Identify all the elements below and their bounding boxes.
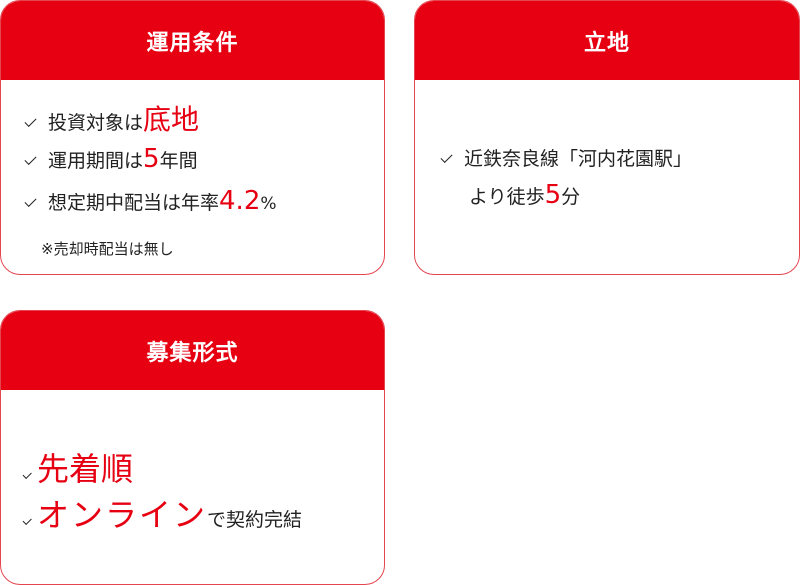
- card-title: 募集形式: [146, 340, 239, 366]
- item-highlight: 5: [544, 180, 562, 210]
- item-text: 投資対象は: [48, 112, 144, 134]
- item-suffix: 年間: [159, 150, 198, 172]
- card-header: 立地: [415, 1, 799, 80]
- item-text: 想定期中配当は年率: [48, 192, 220, 214]
- item-text: 近鉄奈良線「河内花園駅」: [464, 148, 693, 170]
- list-item: 運用期間は 5 年間: [24, 144, 198, 174]
- item-suffix: で契約完結: [207, 509, 303, 531]
- card-header: 募集形式: [1, 311, 384, 390]
- card-title: 運用条件: [146, 30, 239, 56]
- card-location: 立地 近鉄奈良線「河内花園駅」 より徒歩 5 分: [414, 0, 800, 275]
- list-item: オンライン で契約完結: [22, 490, 303, 536]
- list-item: 想定期中配当は年率 4.2 %: [24, 186, 277, 216]
- check-icon: [22, 515, 32, 525]
- item-text: 運用期間は: [48, 150, 144, 172]
- card-header: 運用条件: [1, 1, 384, 80]
- check-icon: [24, 194, 37, 208]
- item-suffix: %: [260, 194, 277, 214]
- item-highlight: 先着順: [37, 450, 134, 488]
- card-title: 立地: [583, 30, 630, 56]
- item-suffix: 分: [561, 186, 581, 208]
- list-item: 先着順: [22, 444, 134, 490]
- item-highlight: オンライン: [37, 496, 208, 534]
- item-highlight: 底地: [143, 103, 200, 136]
- check-icon: [22, 469, 32, 479]
- check-icon: [24, 114, 37, 128]
- item-text: より徒歩: [469, 186, 545, 208]
- check-icon: [440, 150, 453, 164]
- card-operating-conditions: 運用条件 投資対象は 底地 運用期間は 5 年間 想定期中配当は年率 4.2 %…: [0, 0, 385, 275]
- footnote: ※売却時配当は無し: [41, 240, 174, 258]
- list-item: 近鉄奈良線「河内花園駅」: [440, 144, 693, 171]
- item-highlight: 5: [143, 144, 160, 174]
- item-highlight: 4.2: [219, 186, 261, 216]
- list-item-continued: より徒歩 5 分: [469, 180, 580, 210]
- card-recruitment-format: 募集形式 先着順 オンライン で契約完結: [0, 310, 385, 585]
- list-item: 投資対象は 底地: [24, 98, 200, 138]
- check-icon: [24, 152, 37, 166]
